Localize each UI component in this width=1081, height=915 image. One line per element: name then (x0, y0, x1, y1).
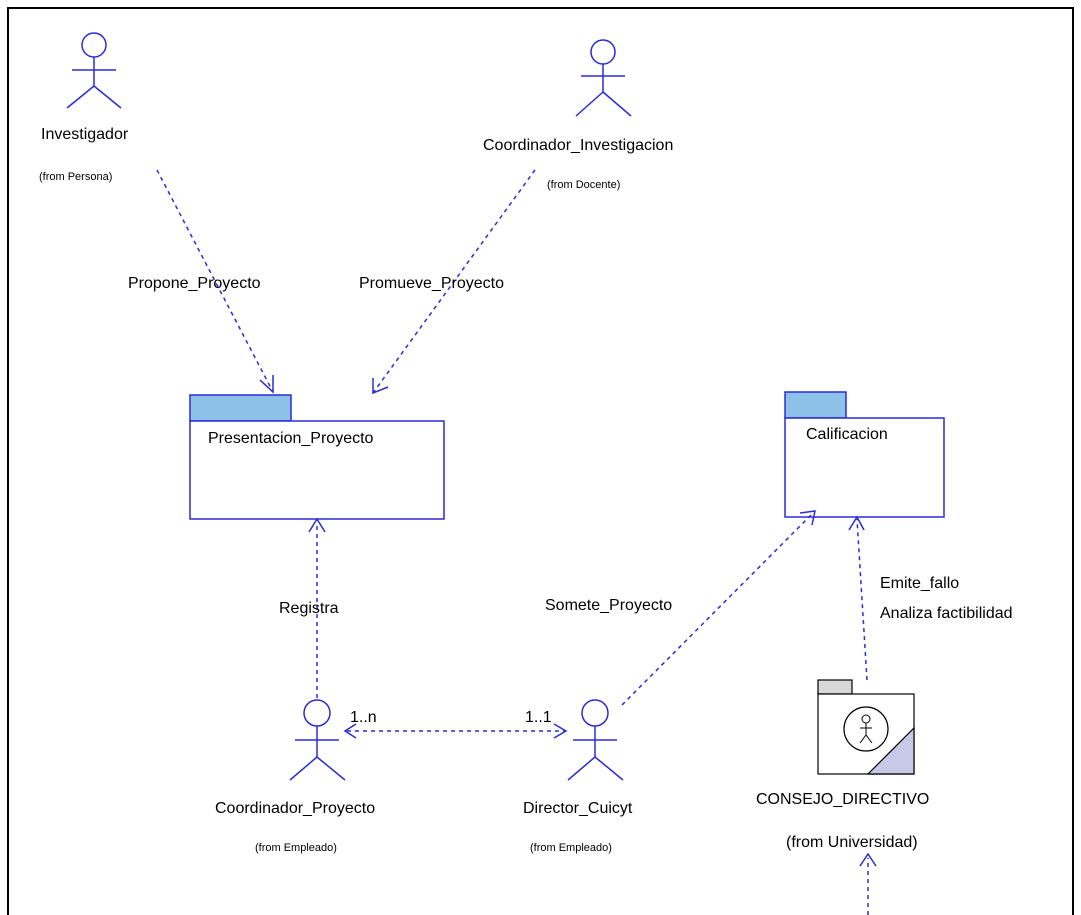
actor-in-circle-icon (859, 714, 873, 744)
actor-coordinador-investigacion-figure[interactable] (575, 39, 632, 117)
subsystem-consejo-directivo-from: (from Universidad) (786, 834, 918, 851)
arrowheads (259, 375, 877, 867)
relation-emite-line[interactable] (856, 518, 868, 681)
package-calificacion-shape[interactable] (784, 391, 945, 518)
package-presentacion-proyecto-shape[interactable] (189, 394, 445, 520)
relation-promueve-line[interactable] (372, 169, 536, 394)
relation-emite-label: Emite_fallo (880, 575, 960, 592)
actor-coordinador-proyecto-from: (from Empleado) (255, 842, 337, 854)
package-presentacion-proyecto-name: Presentacion_Proyecto (208, 430, 374, 447)
actor-director-cuicyt-from: (from Empleado) (530, 842, 612, 854)
actor-coordinador-proyecto-figure[interactable] (289, 699, 346, 781)
diagram-frame (7, 7, 1074, 915)
relation-somete-label: Somete_Proyecto (545, 597, 673, 614)
actor-coordinador-proyecto-name: Coordinador_Proyecto (215, 800, 376, 817)
relation-registra-label: Registra (279, 600, 339, 617)
actor-investigador-name: Investigador (41, 126, 129, 143)
actor-coordinador-investigacion-from: (from Docente) (547, 179, 621, 191)
subsystem-consejo-directivo-name: CONSEJO_DIRECTIVO (756, 791, 930, 808)
package-calificacion-name: Calificacion (806, 426, 888, 443)
actor-coordinador-investigacion-name: Coordinador_Investigacion (483, 137, 674, 154)
actor-investigador-from: (from Persona) (39, 171, 113, 183)
multiplicity-right-label: 1..1 (525, 709, 552, 726)
actor-director-cuicyt-figure[interactable] (567, 699, 624, 781)
relation-somete-line[interactable] (621, 510, 816, 706)
actor-director-cuicyt-name: Director_Cuicyt (523, 800, 633, 817)
subsystem-consejo-directivo-icon[interactable] (817, 679, 915, 775)
relation-promueve-label: Promueve_Proyecto (359, 275, 504, 292)
actor-investigador-figure[interactable] (66, 32, 122, 109)
relation-propone-label: Propone_Proyecto (128, 275, 261, 292)
relation-propone-line[interactable] (156, 169, 274, 393)
multiplicity-left-label: 1..n (350, 709, 377, 726)
relation-analiza-label: Analiza factibilidad (880, 605, 1013, 622)
